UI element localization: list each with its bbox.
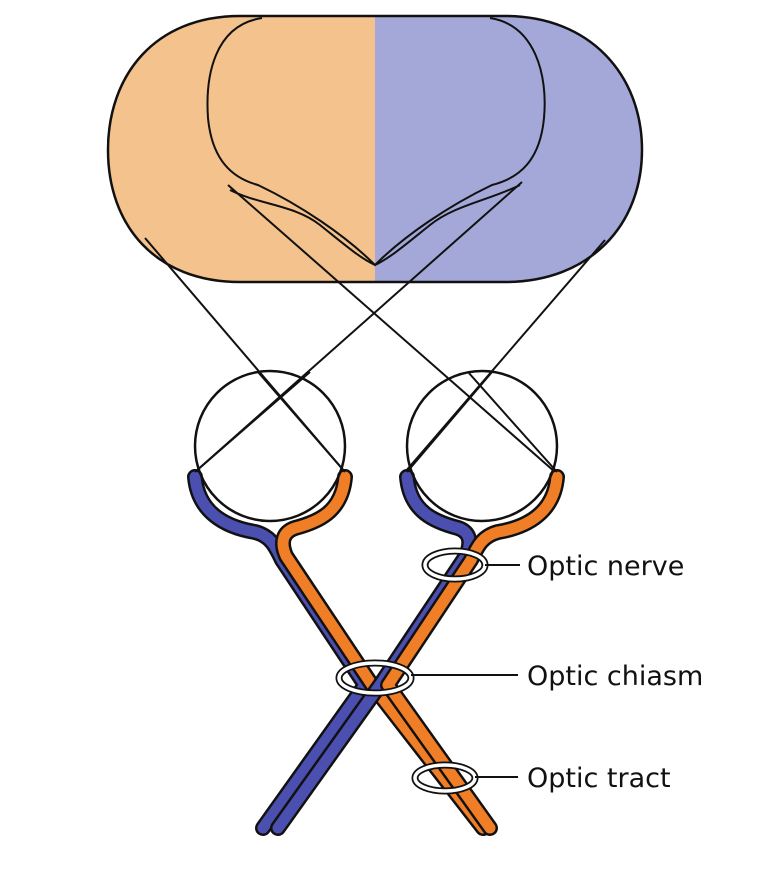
- left-eye-projection-b: [257, 371, 346, 473]
- left-eye-projection-a: [194, 371, 311, 473]
- visual-field-border: [106, 14, 644, 284]
- right-eye-projection-b: [467, 371, 558, 473]
- right-visual-hemifield: [375, 16, 642, 282]
- left-eye: [193, 369, 347, 523]
- binocular-field-lower-left: [229, 189, 376, 266]
- right-eye: [405, 369, 559, 523]
- leader-lines: [411, 564, 520, 778]
- left-eye-nasal-fibers: [277, 471, 489, 834]
- left-visual-hemifield: [108, 16, 375, 282]
- optic-nerve-label: Optic nerve: [527, 551, 684, 582]
- optic-tract-label: Optic tract: [527, 763, 671, 794]
- binocular-field-lower-right: [374, 184, 521, 266]
- optic-chiasm-label: Optic chiasm: [527, 661, 703, 692]
- visual-field: [106, 14, 644, 284]
- right-eye-projection-a: [406, 371, 493, 473]
- eyes: [193, 369, 559, 523]
- optic-pathways: [187, 469, 565, 836]
